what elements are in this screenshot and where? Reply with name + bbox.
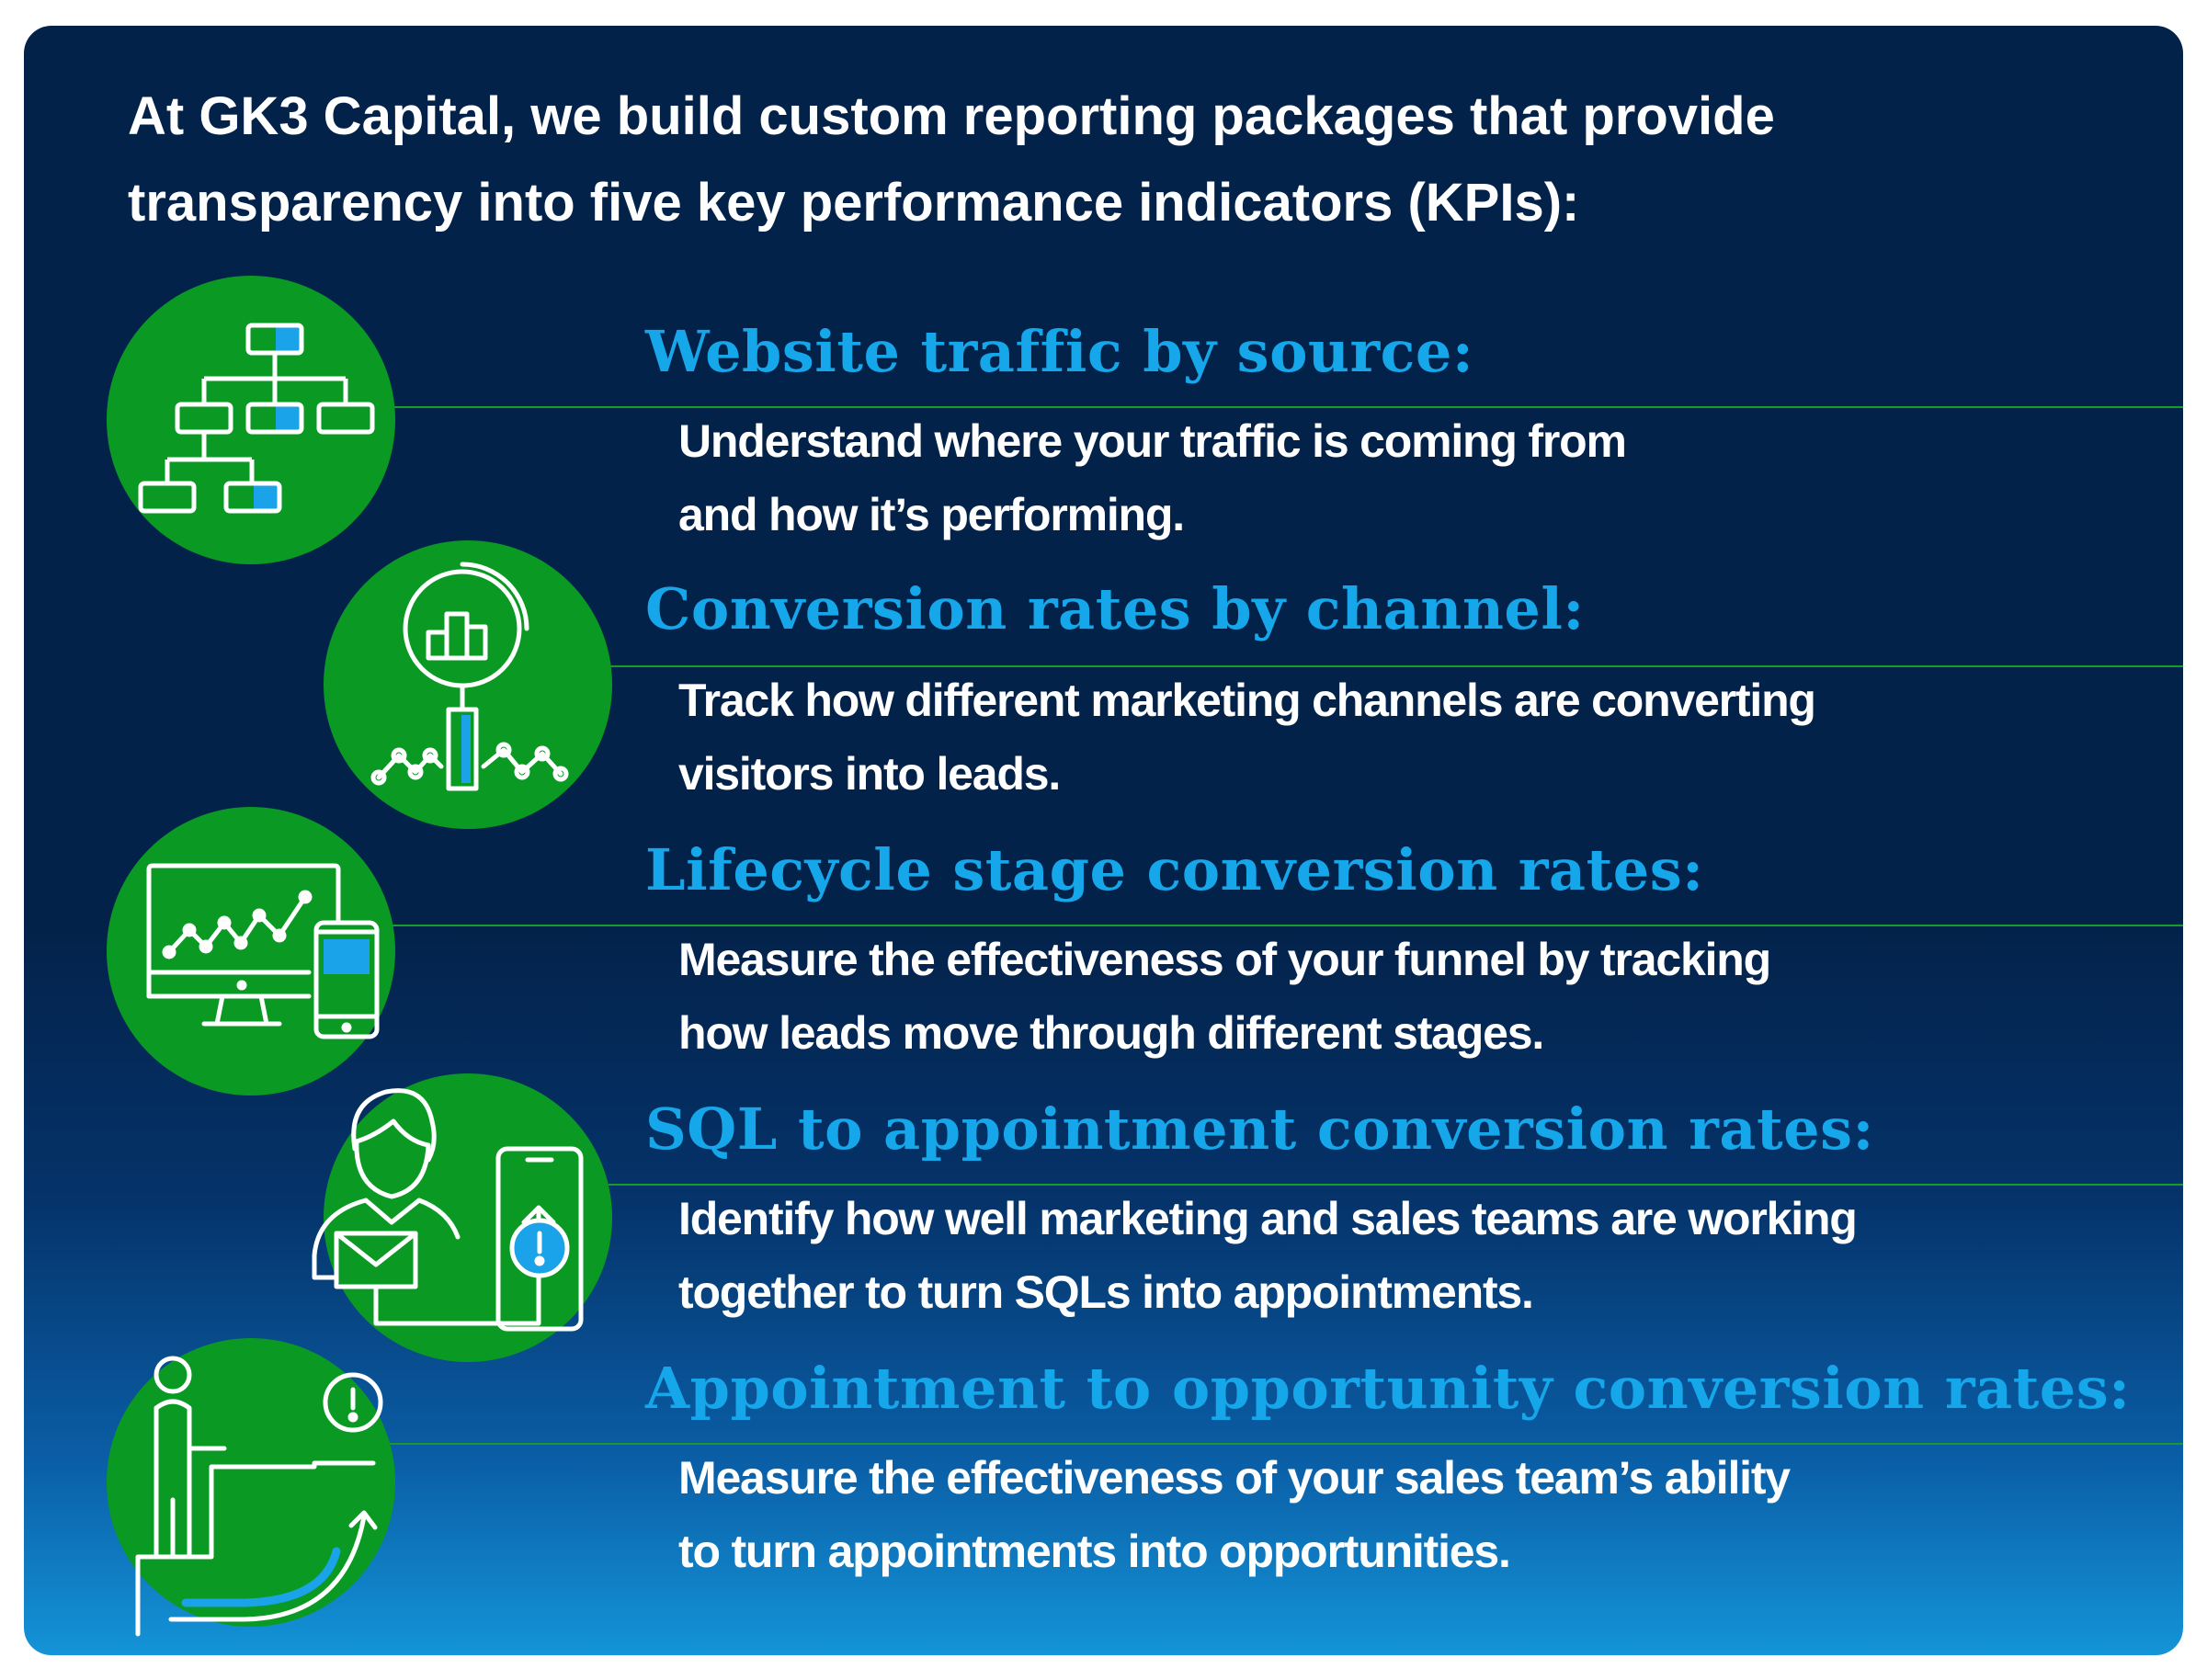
person-phone-icon <box>311 1084 605 1360</box>
kpi-title: Website traffic by source: <box>645 318 1474 385</box>
kpi-title: Appointment to opportunity conversion ra… <box>645 1355 2131 1422</box>
kpi-divider <box>609 665 2183 667</box>
magnifier-chart-icon <box>366 557 586 814</box>
kpi-divider <box>386 925 2183 926</box>
kpi-description: Identify how well marketing and sales te… <box>678 1193 1858 1318</box>
kpi-icon-circle <box>324 1073 612 1362</box>
stairs-growth-icon <box>134 1353 410 1638</box>
kpi-title: Conversion rates by channel: <box>645 575 1585 642</box>
kpi-infographic-card: At GK3 Capital, we build custom reportin… <box>24 26 2183 1655</box>
intro-line-1: At GK3 Capital, we build custom reportin… <box>128 86 1775 146</box>
intro-heading: At GK3 Capital, we build custom reportin… <box>128 74 2104 246</box>
kpi-divider <box>386 406 2183 408</box>
kpi-title: SQL to appointment conversion rates: <box>645 1095 1874 1163</box>
sitemap-icon <box>138 312 375 533</box>
kpi-description: Measure the effectiveness of your sales … <box>678 1452 1791 1577</box>
kpi-divider <box>386 1443 2183 1445</box>
monitor-phone-icon <box>145 862 384 1055</box>
kpi-divider <box>609 1184 2183 1186</box>
intro-line-2: transparency into five key performance i… <box>128 173 1580 233</box>
kpi-description: Understand where your traffic is coming … <box>678 415 1627 540</box>
kpi-description: Track how different marketing channels a… <box>678 675 1816 800</box>
kpi-title: Lifecycle stage conversion rates: <box>645 836 1704 903</box>
kpi-description: Measure the effectiveness of your funnel… <box>678 934 1771 1059</box>
